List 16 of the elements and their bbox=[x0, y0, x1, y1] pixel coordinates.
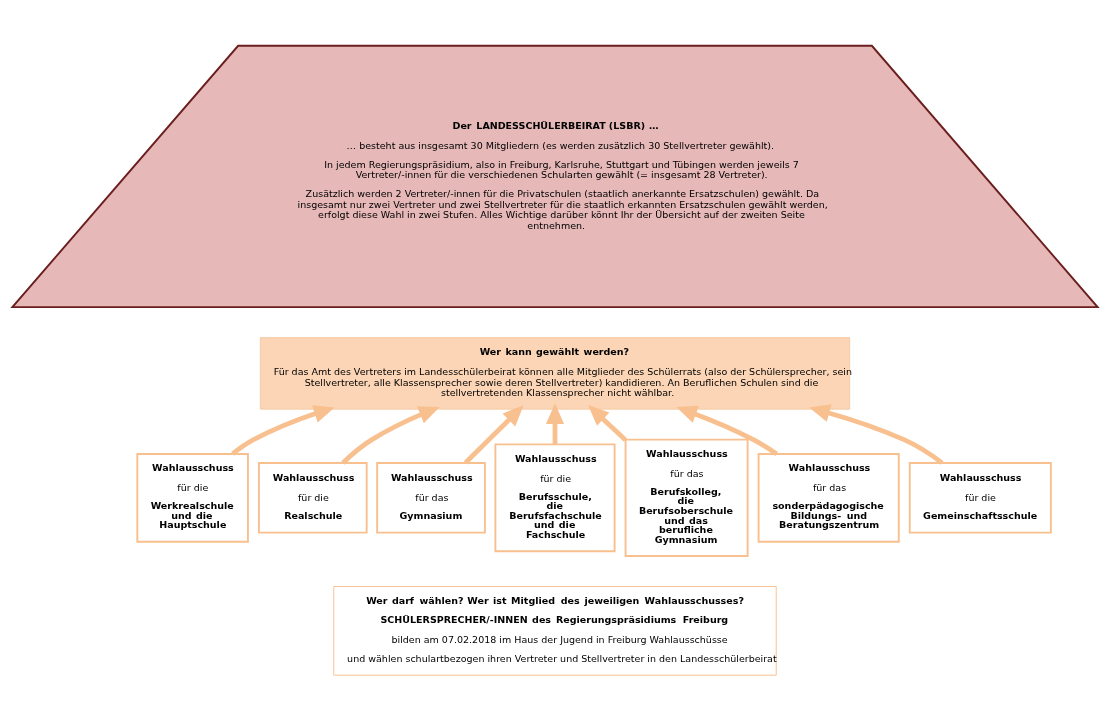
node-box: Wahlausschuss für das Berufskolleg, die Berufsoberschule und das berufliche Gymnasium bbox=[624, 438, 749, 557]
node-box: Wahlausschuss für die Realschule bbox=[257, 461, 368, 534]
arrow bbox=[676, 405, 778, 456]
node-box: Wahlausschuss für das sonderpädagogische Bildungs- und Beratungszentrum bbox=[757, 452, 900, 543]
arrow bbox=[809, 403, 944, 465]
arrow bbox=[463, 404, 524, 464]
node-box: Wahlausschuss für die Gemeinschaftsschule bbox=[908, 461, 1052, 534]
node-box: Wahlausschuss für das Gymnasium bbox=[376, 461, 486, 534]
arrow bbox=[545, 402, 565, 444]
arrow bbox=[341, 405, 440, 465]
arrow bbox=[231, 404, 335, 456]
arrow bbox=[588, 404, 628, 442]
node-box: Wer darf wählen? Wer ist Mitglied des jeweiligen Wahlausschusses? SCHÜLERSPRECHER/-INNEN des Regierungspräsidiums Freiburg bilden am 07.02.2018 im Haus der Jugend in Freiburg Wahlausschüsse und wählen schulartbezogen ihren Vertreter und Stellvertreter in den Landesschülerbeirat bbox=[333, 585, 777, 676]
node-box: Wer kann gewählt werden? Für das Amt des Vertreters im Landesschülerbeirat können alle Mitglieder des Schülerrats (also der Schülersprecher, sein Stellvertreter, alle Klassensprecher sowie deren Stellvertreter) kandidieren. An Beruflichen Schulen sind die stellvertretenden Klassensprecher nicht wählbar. bbox=[259, 336, 851, 410]
node-box: Wahlausschuss für die Werkrealschule und die Hauptschule bbox=[136, 452, 249, 543]
node-box: Wahlausschuss für die Berufsschule, die Berufsfachschule und die Fachschule bbox=[494, 442, 616, 552]
